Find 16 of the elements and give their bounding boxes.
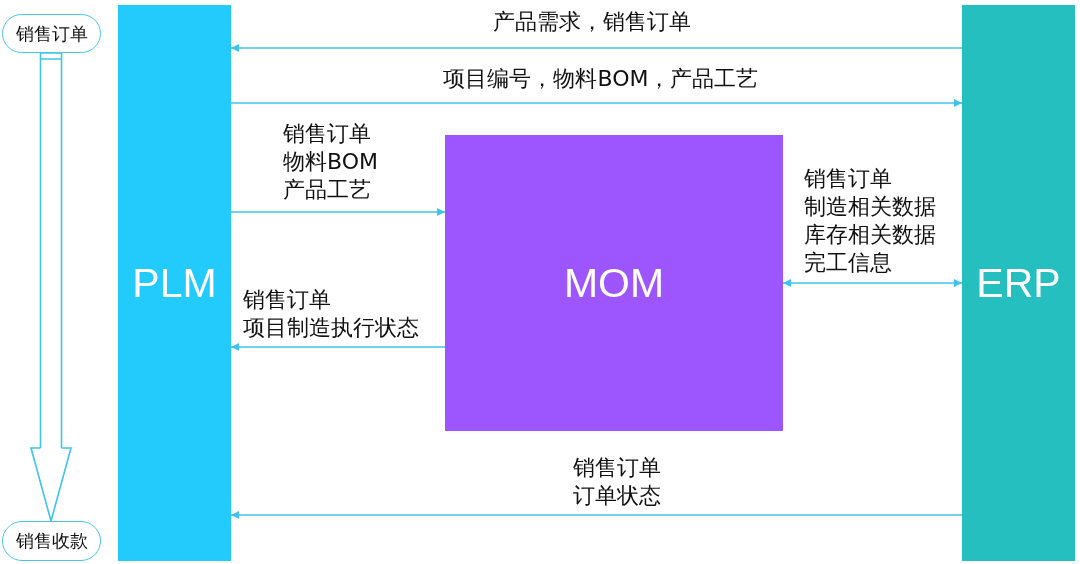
node-label: MOM <box>563 259 665 307</box>
node-label: ERP <box>976 259 1061 307</box>
terminal-pill <box>2 521 101 561</box>
node-label: PLM <box>132 259 217 307</box>
arrow <box>230 99 963 107</box>
node-label: 销售订单 <box>15 21 88 46</box>
arrow <box>230 44 963 52</box>
system-bar <box>962 5 1075 561</box>
double-arrow <box>782 279 963 287</box>
system-box <box>445 135 783 431</box>
system-bar <box>118 5 231 561</box>
arrow <box>230 343 446 351</box>
node-label: 销售收款 <box>15 529 88 553</box>
arrow <box>230 208 446 216</box>
terminal-pill <box>2 14 101 53</box>
arrow <box>230 511 963 519</box>
